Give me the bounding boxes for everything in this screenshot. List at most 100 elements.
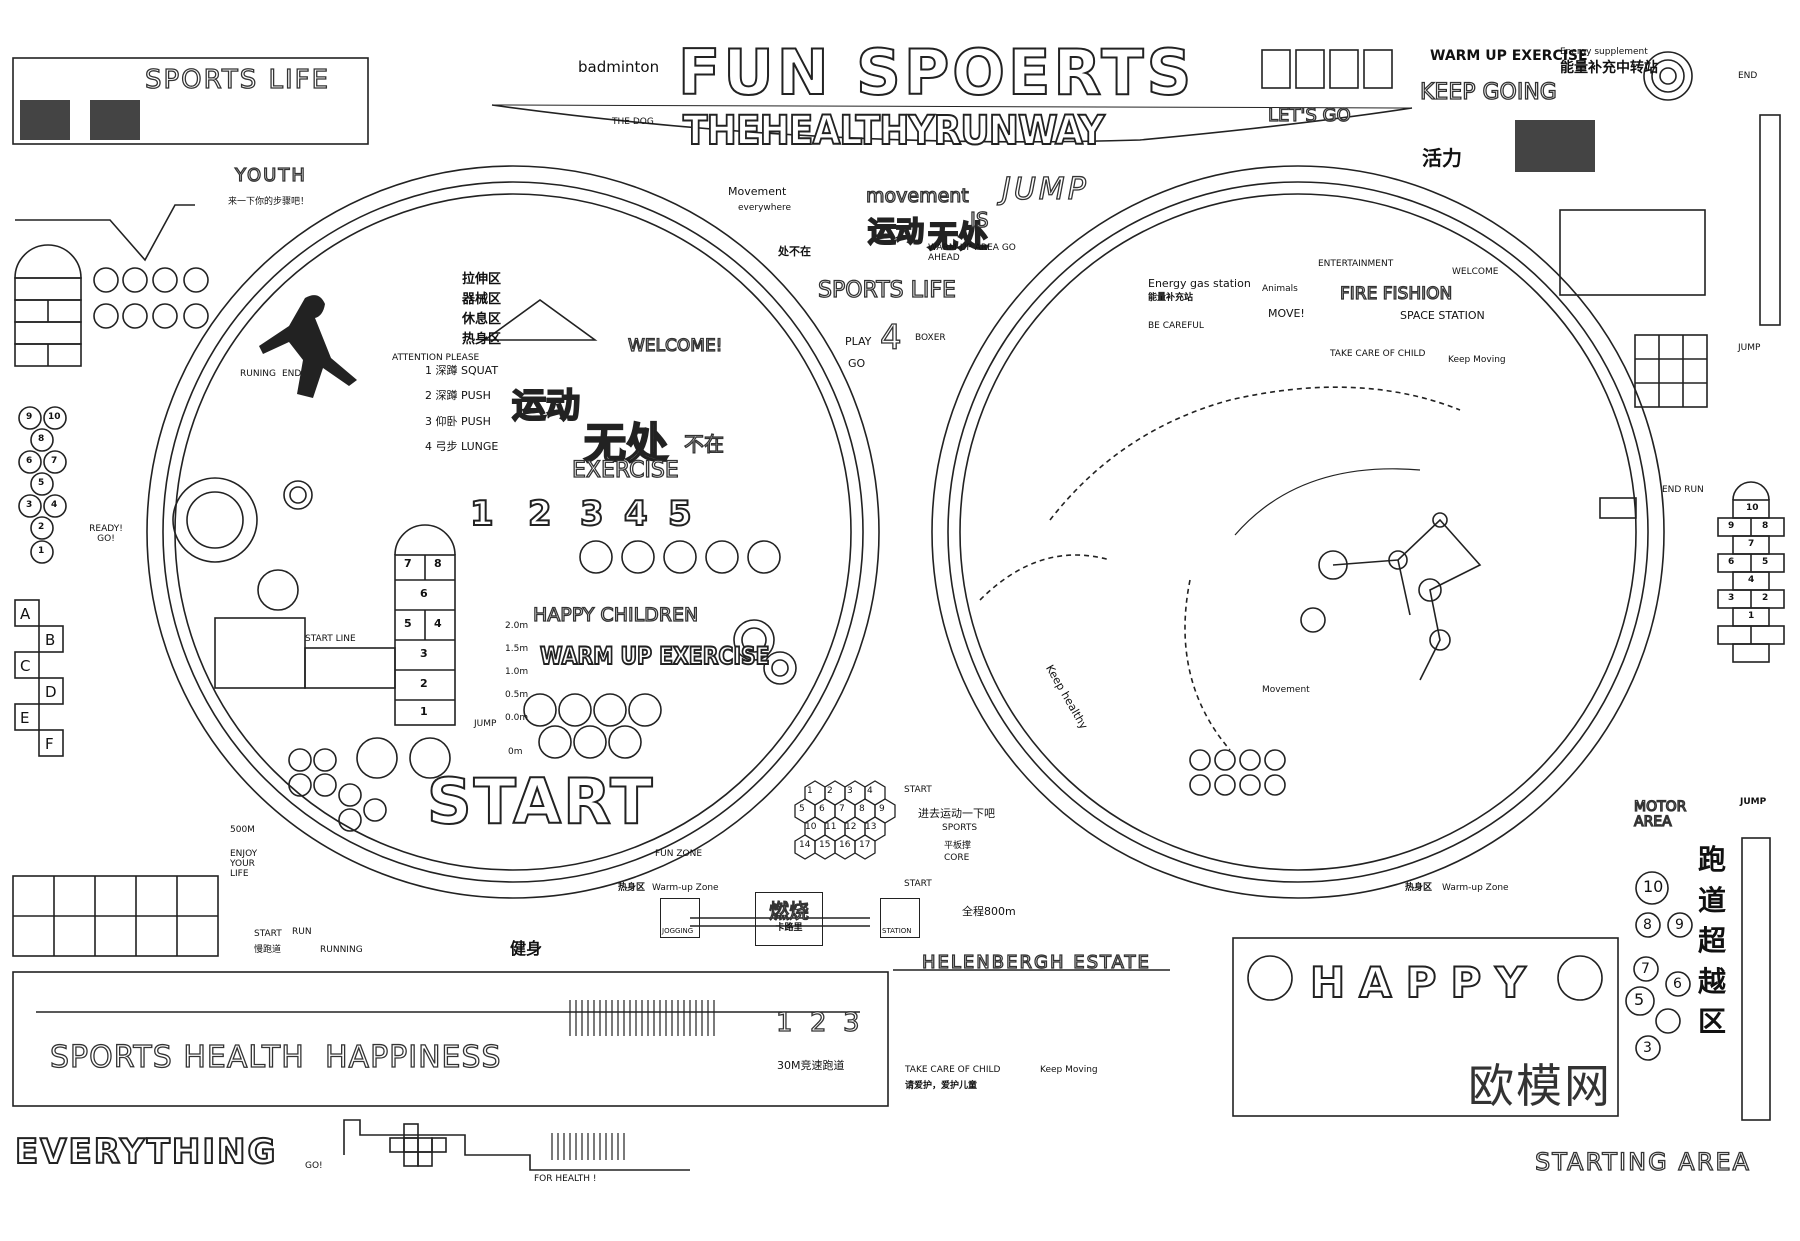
keep-moving-right: Keep Moving (1448, 355, 1506, 365)
start-run-label: START (254, 929, 282, 939)
cn-line-mid: 请爱护，爱护儿童 (905, 1081, 978, 1091)
warmup-zone-right: 热身区 (1405, 883, 1433, 893)
running-bottom: RUNNING (320, 945, 363, 955)
circle-5: 5 (1634, 990, 1645, 1009)
fun-zone-left: FUN ZONE (655, 849, 703, 859)
movement-big: movement (865, 184, 969, 207)
letter-f: F (45, 735, 54, 753)
hex-5: 5 (799, 804, 805, 814)
station-box: STATION (880, 898, 920, 938)
core-label: CORE (944, 853, 970, 863)
hop-8: 8 (434, 557, 442, 570)
lhop-8: 8 (38, 434, 45, 444)
manpao-label: 慢跑道 (254, 945, 282, 955)
starting-area: STARTING AREA (1534, 1147, 1751, 1176)
sports-health: SPORTS HEALTH (49, 1039, 305, 1075)
burn-calories-box: 燃烧 卡路里 (755, 892, 823, 946)
top-left-frame (12, 57, 369, 145)
letter-c: C (20, 657, 31, 675)
energy-supplement: Energy supplement (1560, 47, 1648, 57)
baseline-500m: 500M (230, 825, 255, 835)
energy-gas-cn: 能量补充站 (1148, 293, 1194, 303)
run-label: RUN (292, 927, 312, 937)
start-big: START (426, 764, 655, 839)
move-label: MOVE! (1268, 307, 1305, 320)
yundong-mid: 运动 (867, 214, 925, 249)
welcome-right: WELCOME (1452, 267, 1499, 277)
start-mid: START (904, 785, 932, 795)
hex-15: 15 (819, 840, 831, 850)
keep-moving-mid: Keep Moving (1040, 1065, 1098, 1075)
num-2: 2 (527, 493, 553, 535)
ready-go: READY! GO! (89, 524, 123, 544)
rhop-10: 10 (1746, 503, 1759, 513)
hex-4: 4 (867, 786, 873, 796)
motor-area: MOTOR AREA (1633, 799, 1687, 831)
num-4: 4 (623, 493, 649, 535)
circle-8: 8 (1643, 917, 1652, 933)
letter-d: D (45, 683, 57, 701)
hex-7: 7 (839, 804, 845, 814)
right-track-inner (959, 193, 1637, 871)
hop-5: 5 (404, 617, 412, 630)
warm-up-top: WARM UP EXERCISE (1430, 48, 1588, 64)
circle-6: 6 (1673, 976, 1682, 992)
rhop-4: 4 (1748, 575, 1755, 585)
lets-go-label: LET'S GO (1267, 104, 1351, 126)
hex-13: 13 (865, 822, 877, 832)
space-station: SPACE STATION (1400, 309, 1485, 322)
enjoy-life: ENJOY YOUR LIFE (230, 849, 258, 879)
wuchu-text: 无处 (583, 418, 669, 469)
wuchu-mid: 无处 (927, 219, 989, 256)
move-list: 1 深蹲 SQUAT 2 深蹲 PUSH 3 仰卧 PUSH 4 弓步 LUNG… (425, 364, 499, 453)
sprint-30m: 30M竞速跑道 (777, 1059, 845, 1072)
attention-label: ATTENTION PLEASE (392, 353, 480, 363)
lhop-5: 5 (38, 478, 45, 488)
sports-mid: SPORTS (942, 823, 978, 833)
letter-a: A (20, 605, 31, 623)
start-mid2: START (904, 879, 932, 889)
keep-going: KEEP GOING (1419, 79, 1557, 105)
is-mid: IS (969, 207, 989, 232)
jump-right2: JUMP (1740, 797, 1767, 807)
yundong-text: 运动 (511, 385, 581, 427)
total-distance: 全程800m (962, 905, 1016, 918)
warm-up-exercise: WARM UP EXERCISE (539, 641, 770, 671)
four-label: 4 (879, 317, 902, 358)
warmup-zone-left: 热身区 (618, 883, 646, 893)
hop-1: 1 (420, 705, 428, 718)
hex-6: 6 (819, 804, 825, 814)
circle-10: 10 (1643, 877, 1664, 896)
rhop-1: 1 (1748, 611, 1755, 621)
youth-sub: 来一下你的步骤吧！ (228, 197, 310, 207)
the-dog-label: THE DOG (612, 117, 654, 127)
circle-9: 9 (1675, 917, 1684, 933)
for-health: FOR HEALTH ! (534, 1174, 597, 1184)
num-1: 1 (469, 493, 495, 535)
jogging-box: JOGGING (660, 898, 700, 938)
energy-gas: Energy gas station (1148, 277, 1251, 290)
jump-top: JUMP (1001, 171, 1089, 207)
welcome-text: WELCOME! (627, 335, 723, 356)
rhop-8: 8 (1762, 521, 1769, 531)
hex-8: 8 (859, 804, 865, 814)
hex-9: 9 (879, 804, 885, 814)
height-labels: 2.0m 1.5m 1.0m 0.5m 0.0m (505, 621, 529, 723)
hex-11: 11 (825, 822, 837, 832)
start-line: START LINE (305, 634, 356, 644)
sprint-1: 1 (775, 1007, 793, 1038)
fun-sports-title: FUN SPOERTS (677, 35, 1195, 110)
letter-e: E (20, 709, 30, 727)
movement-mid: Movement (728, 185, 787, 198)
sprint-2: 2 (809, 1007, 827, 1038)
jinqu-label: 进去运动一下吧 (918, 807, 995, 820)
entertainment-label: ENTERTAINMENT (1318, 259, 1394, 269)
end-run: END RUN (1662, 485, 1704, 495)
hex-3: 3 (847, 786, 853, 796)
be-careful: BE CAREFUL (1148, 321, 1204, 331)
happy-children: HAPPY CHILDREN (532, 603, 699, 626)
everywhere-mid: everywhere (738, 203, 792, 213)
hex-2: 2 (827, 786, 833, 796)
letter-b: B (45, 631, 56, 649)
